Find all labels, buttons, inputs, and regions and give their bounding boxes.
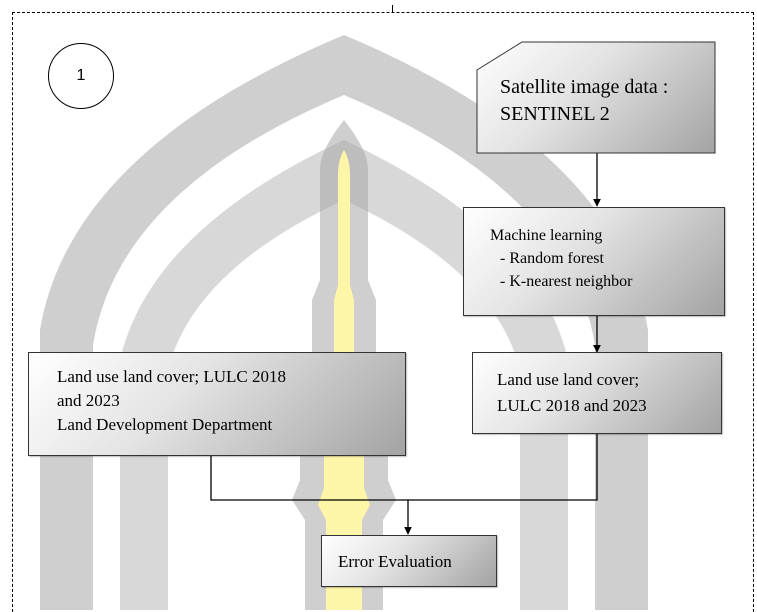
step-number-circle: 1 xyxy=(48,43,114,109)
lulc-classified-line-2: LULC 2018 and 2023 xyxy=(497,396,647,415)
step-number-label: 1 xyxy=(76,67,86,84)
ml-line-1: Machine learning xyxy=(490,227,603,244)
lulc-ldd-line-3: Land Development Department xyxy=(57,415,273,434)
satellite-line-1: Satellite image data : xyxy=(500,76,669,98)
lulc-ldd-line-1: Land use land cover; LULC 2018 xyxy=(57,367,286,386)
node-lulc-ldd: Land use land cover; LULC 2018 and 2023 … xyxy=(28,352,406,456)
node-lulc-classified: Land use land cover; LULC 2018 and 2023 xyxy=(472,352,722,434)
node-error-evaluation: Error Evaluation xyxy=(321,535,497,587)
node-satellite-text: Satellite image data : SENTINEL 2 xyxy=(500,74,668,128)
node-machine-learning: Machine learning - Random forest - K-nea… xyxy=(463,207,725,316)
lulc-classified-line-1: Land use land cover; xyxy=(497,370,640,389)
dashed-frame xyxy=(12,12,754,612)
ml-line-3: - K-nearest neighbor xyxy=(500,273,633,290)
frame-tick xyxy=(392,5,393,12)
lulc-ldd-line-2: and 2023 xyxy=(57,391,120,410)
error-line-1: Error Evaluation xyxy=(338,552,452,571)
ml-line-2: - Random forest xyxy=(500,250,604,267)
satellite-line-2: SENTINEL 2 xyxy=(500,103,610,125)
connector-ldd-to-error xyxy=(210,434,598,501)
